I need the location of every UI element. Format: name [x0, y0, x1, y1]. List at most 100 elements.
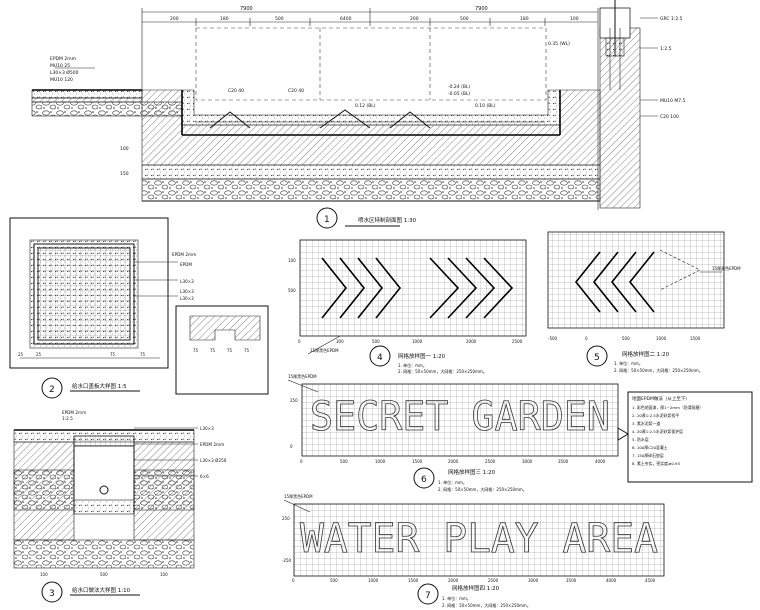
detail2-dim: 75 [110, 352, 116, 357]
detail-number: 5 [594, 353, 600, 363]
detail2-note: L30×3 [180, 279, 194, 284]
ruler-tick: 3500 [566, 578, 577, 583]
grid-pattern-7: WATER PLAY AREA 0 500 1000 1500 2000 250… [282, 493, 665, 608]
sub-dim: 500 [460, 16, 469, 22]
spec-line: 7. 150厚碎石垫层 [632, 453, 664, 458]
detail-number: 2 [49, 385, 55, 395]
detail3-note: EPDM 2mm [62, 410, 86, 415]
sub-dim: 180 [220, 16, 229, 22]
ruler-tick: 4000 [595, 459, 606, 464]
spec-title: 地面EPDM做法（从上至下） [632, 395, 690, 402]
ruler-tick: 500 [340, 459, 348, 464]
sub-dim: 200 [410, 16, 419, 22]
ruler-tick: 1000 [368, 578, 379, 583]
ruler-tick: 500 [622, 336, 630, 341]
spec-line: 5. 防水层 [632, 437, 649, 442]
ruler-tick: 1000 [412, 339, 423, 344]
epdm-label: 15厚黑色EPDM [284, 493, 313, 499]
detail-number-circle [316, 207, 338, 229]
ruler-tick: 2500 [488, 578, 499, 583]
detail3-dim: 500 [100, 572, 108, 577]
spec-line: 6. 100厚C20混凝土 [632, 445, 668, 450]
detail3-dim: 100 [40, 572, 48, 577]
ruler-tick: 1000 [656, 336, 667, 341]
spec-box: 地面EPDM做法（从上至下） 1. 彩色地面漆，厚1~2mm（防滑耐磨） 2. … [617, 391, 753, 483]
ruler-tick: 1500 [690, 336, 701, 341]
detail3-dim: 100 [160, 572, 168, 577]
section-title: 喷水区特制剖面图 1:30 [358, 216, 417, 224]
detail3-note: L30×3 [200, 426, 214, 431]
sub-dim: 200 [170, 16, 179, 22]
ruler-tick: 1500 [412, 459, 423, 464]
right-note: MU10 M7.5 [660, 98, 686, 104]
level-label: 0.35 (WL) [548, 41, 570, 47]
detail2-dim: 25 [36, 352, 42, 357]
detail-number: 1 [324, 215, 330, 225]
mini-dim: 75 [227, 348, 233, 353]
grid-pattern-5: -500 0 500 1000 1500 15厚黄色EPDM 5 网格放样图二 … [547, 231, 741, 373]
detail2-note: L30×3 [180, 289, 194, 294]
left-note: MU10 120 [50, 77, 73, 83]
grid-pattern-4: 0 300 500 1000 2000 2500 100 500 15厚黑色EP… [288, 239, 527, 374]
level-label: 0.10 (BL) [475, 103, 496, 109]
right-note: GRC 1:2.5 [660, 16, 683, 22]
pattern-title: 网格放样图四 1:20 [452, 584, 500, 592]
epdm-label: 15厚黑色EPDM [310, 347, 339, 353]
pattern-note: 2. 网格：50×50mm，大网格：250×250mm。 [614, 367, 703, 373]
detail-number: 4 [377, 353, 383, 363]
ruler-tick: 500 [330, 578, 338, 583]
level-label: 0.12 (BL) [355, 103, 376, 109]
detail2-note: EPDM 2mm [172, 252, 196, 257]
pattern-note: 2. 网格：50×50mm，大网格：250×250mm。 [442, 602, 531, 608]
spec-line: 3. 素水泥浆一道 [632, 421, 660, 426]
detail-view-3: EPDM 2mm 1:2.5 L30×3 EPDM 2mm L30×3 Ø250… [13, 410, 227, 603]
ruler-tick: 0 [292, 578, 295, 583]
side-tick: 250 [282, 516, 290, 521]
detail3-note: EPDM 2mm [200, 442, 224, 447]
sub-dim: 180 [520, 16, 529, 22]
detail2-dim: 75 [140, 352, 146, 357]
epdm-label: 15厚黄色EPDM [712, 265, 741, 271]
ruler-tick: 300 [336, 339, 344, 344]
sub-dim: 100 [570, 16, 579, 22]
ruler-tick: 4500 [645, 578, 656, 583]
side-tick: 0 [290, 444, 293, 449]
bottom-dim: 100 [120, 146, 129, 152]
bottom-dim: 150 [120, 171, 129, 177]
detail2-title: 给水口盖板大样图 1:5 [72, 382, 127, 390]
detail-view-2: EPDM 2mm EPDM L30×3 L30×3 L30×3 25 25 75… [9, 217, 269, 399]
pattern-title: 网格放样图一 1:20 [398, 352, 446, 360]
sub-dim: 6400 [340, 16, 352, 22]
mid-note: C20 40 [228, 88, 244, 94]
pattern-note: 1. 单位：mm。 [398, 362, 427, 368]
ruler-tick: 3000 [522, 459, 533, 464]
side-tick: 100 [288, 258, 296, 263]
detail2-dim: 25 [18, 352, 24, 357]
ruler-tick: 0 [298, 339, 301, 344]
detail3-note: 6×6 [200, 474, 209, 479]
spec-line: 1. 彩色地面漆，厚1~2mm（防滑耐磨） [632, 405, 703, 410]
mini-dim: 75 [193, 348, 199, 353]
detail2-note: L30×3 [180, 296, 194, 301]
pattern-note: 2. 网格：50×50mm，大网格：250×250mm。 [438, 486, 527, 492]
ruler-tick: 0 [585, 336, 588, 341]
ruler-tick: 3000 [528, 578, 539, 583]
left-note: MU10 25 [50, 63, 70, 69]
mini-dim: 75 [210, 348, 216, 353]
ruler-tick: -500 [548, 336, 558, 341]
ruler-tick: 2000 [448, 459, 459, 464]
detail3-note: L30×3 Ø250 [200, 458, 227, 463]
pattern-note: 2. 网格：50×50mm，大网格：250×250mm。 [398, 368, 487, 374]
pattern-title: 网格放样图二 1:20 [622, 350, 670, 358]
right-note: C20 100 [660, 114, 679, 120]
ruler-tick: 0 [300, 459, 303, 464]
spec-line: 8. 素土夯实，密实度≥0.93 [632, 461, 681, 466]
section-view-1: 7900 7900 200 180 500 6400 200 500 180 1… [31, 0, 686, 229]
detail2-note: EPDM [180, 262, 192, 267]
side-tick: 500 [288, 288, 296, 293]
top-dim: 7900 [475, 6, 488, 12]
side-tick: -250 [282, 558, 292, 563]
left-note: L30×3 Ø500 [50, 69, 79, 76]
mini-dim: 75 [244, 348, 250, 353]
